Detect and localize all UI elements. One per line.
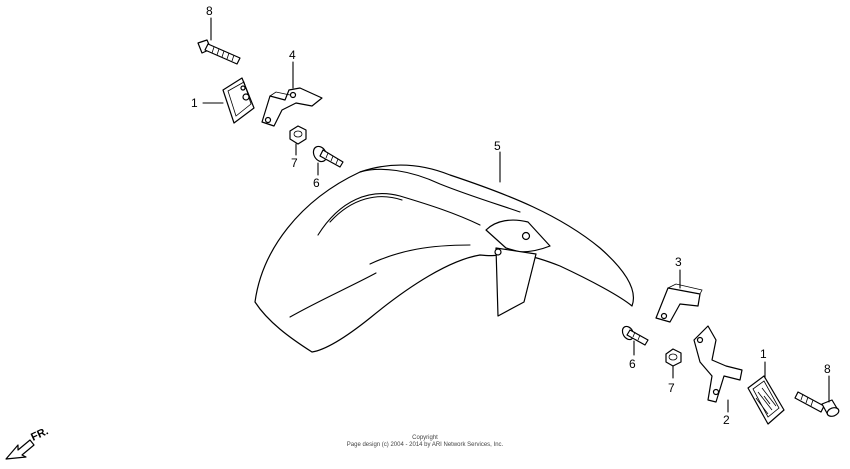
callout-7-bottom: 7: [668, 381, 675, 395]
bolt-8-bottom[interactable]: [794, 391, 840, 418]
copyright-line-1: Copyright: [412, 435, 438, 441]
callout-7-top: 7: [291, 156, 298, 170]
callout-2: 2: [723, 413, 730, 427]
front-direction-arrow-icon: [5, 439, 35, 460]
callout-4: 4: [289, 48, 296, 62]
callout-1-top: 1: [191, 96, 198, 110]
copyright-line-2: Page design (c) 2004 - 2014 by ARI Netwo…: [347, 442, 504, 448]
nut-7-top[interactable]: [289, 125, 307, 145]
callout-3: 3: [675, 255, 682, 269]
screw-6-top[interactable]: [311, 144, 344, 168]
direction-label: FR.: [29, 425, 50, 443]
nut-7-bottom[interactable]: [665, 348, 682, 367]
callout-1-bottom: 1: [760, 347, 767, 361]
callout-8-bottom: 8: [824, 362, 831, 376]
callout-6-top: 6: [313, 176, 320, 190]
callout-6-bottom: 6: [629, 357, 636, 371]
bracket-3[interactable]: [655, 283, 703, 323]
front-fender-5[interactable]: [254, 164, 634, 353]
bolt-8-top[interactable]: [197, 39, 241, 65]
pad-1-top[interactable]: [222, 77, 255, 124]
callout-8-top: 8: [206, 4, 213, 18]
callout-5: 5: [494, 139, 501, 153]
pad-1-bottom[interactable]: [747, 375, 785, 425]
bracket-2[interactable]: [693, 325, 743, 403]
screw-6-bottom[interactable]: [620, 324, 649, 346]
bracket-4[interactable]: [261, 87, 323, 127]
